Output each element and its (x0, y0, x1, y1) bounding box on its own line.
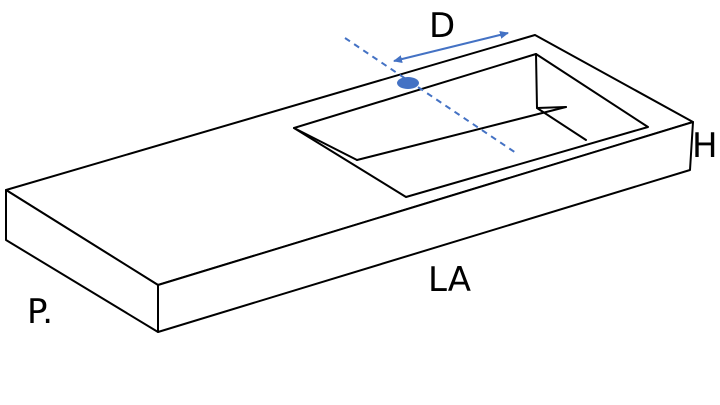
height-label: H (692, 126, 718, 166)
drain-hole-icon (397, 77, 419, 89)
depth-dimension-arrow (393, 31, 509, 63)
basin-inner-back-edge (293, 127, 358, 161)
length-label: LA (428, 260, 471, 300)
basin-inner-floor-back (536, 106, 567, 109)
basin-rim (293, 53, 649, 198)
width-label: P. (27, 292, 53, 332)
depth-label: D (429, 6, 455, 46)
basin-floor-edge (356, 106, 567, 161)
drain-center-axis (344, 37, 517, 154)
slab-left-face (5, 189, 159, 333)
